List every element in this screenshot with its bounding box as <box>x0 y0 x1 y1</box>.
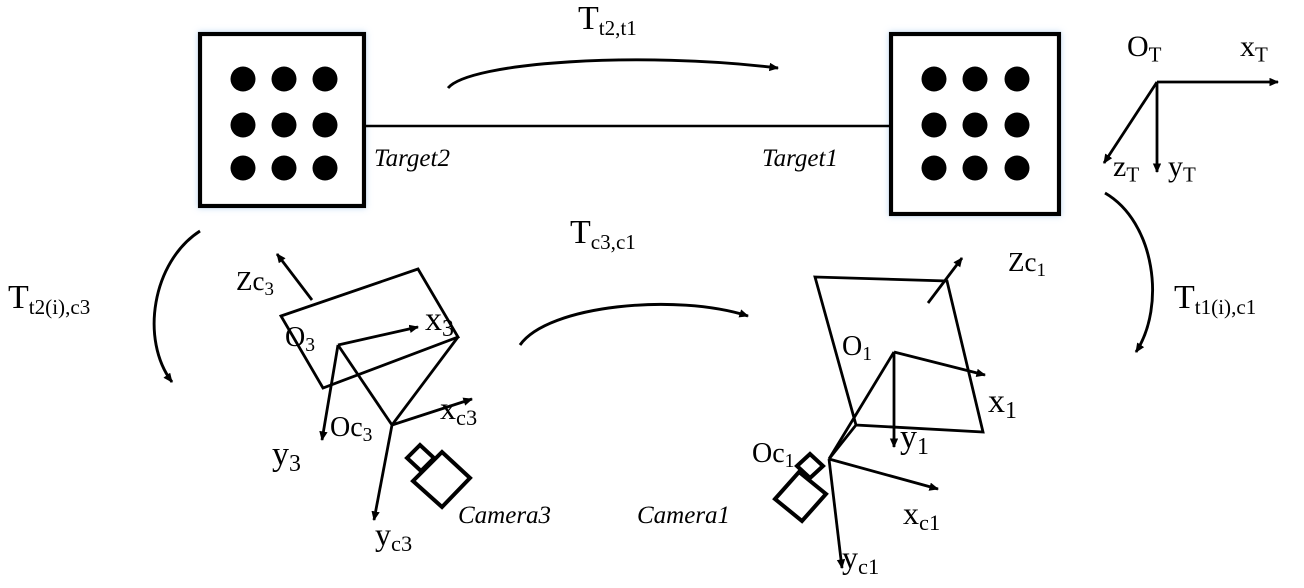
camera3-image-axis-y-label: y3 <box>272 438 301 477</box>
target-axis-z-label: zT <box>1113 152 1139 185</box>
arc-t1i-c1 <box>1104 191 1154 353</box>
camera1-projection-rays <box>827 351 896 460</box>
camera3-optical-axis <box>275 253 314 301</box>
camera1-axis-x-label: xc1 <box>903 497 940 534</box>
target-frame-axes <box>1102 77 1279 173</box>
camera1-icon <box>772 451 829 524</box>
camera1-o-base: O <box>842 331 863 362</box>
target2-board <box>197 31 367 209</box>
camera1-axis-y-label: yc1 <box>842 541 879 578</box>
transform-base-c3-c1: T <box>570 214 591 251</box>
camera3-y3-sub: 3 <box>289 451 301 478</box>
camera1-image-axes <box>889 350 986 448</box>
camera1-xc-base: x <box>903 495 919 531</box>
transform-base-t2i-c3: T <box>8 279 29 316</box>
transform-base-t2-t1: T <box>578 0 599 37</box>
camera3-yc-sub: c3 <box>391 530 413 556</box>
camera3-x3-base: x <box>425 301 442 338</box>
target-axis-z-sub: T <box>1126 162 1140 187</box>
camera3-label: Camera3 <box>458 502 552 529</box>
camera3-image-axis-x-label: x3 <box>425 303 454 342</box>
arc-c3-c1 <box>518 303 749 346</box>
camera3-zc-sub: 3 <box>264 278 274 300</box>
target-axis-x-base: x <box>1240 30 1255 63</box>
camera3-o-base: O <box>285 322 306 353</box>
transform-label-c3-c1: Tc3,c1 <box>570 216 636 253</box>
camera1-origin-label: Oc1 <box>752 440 794 472</box>
camera1-yc-sub: c1 <box>858 553 880 579</box>
camera3-optical-axis-label: Zc3 <box>236 268 274 300</box>
target1-label: Target1 <box>762 145 838 172</box>
camera1-y1-sub: 1 <box>917 434 929 461</box>
camera1-optical-axis <box>926 257 964 304</box>
camera3-frame-axes <box>371 397 473 521</box>
camera3-origin-label: Oc3 <box>330 414 372 446</box>
camera1-image-origin-label: O1 <box>842 333 872 365</box>
camera1-xc-sub: c1 <box>919 509 941 535</box>
camera1-zc-sub: 1 <box>1036 259 1046 281</box>
transform-sub-c3-c1: c3,c1 <box>590 229 636 254</box>
camera3-yc-base: y <box>375 516 391 552</box>
camera1-frame-axes <box>827 457 939 569</box>
arc-t2i-c3 <box>152 229 201 383</box>
target1-board <box>888 31 1062 217</box>
camera1-zc-base: Zc <box>1008 247 1037 277</box>
transform-label-t1i-c1: Tt1(i),c1 <box>1174 281 1256 318</box>
camera3-x3-sub: 3 <box>442 316 454 343</box>
target-axis-y-label: yT <box>1168 152 1196 185</box>
camera1-oc-sub: 1 <box>784 451 795 473</box>
camera3-o-sub: 3 <box>305 335 316 357</box>
transform-sub-t2i-c3: t2(i),c3 <box>28 294 91 319</box>
camera1-image-axis-x-label: x1 <box>988 385 1017 424</box>
camera3-xc-sub: c3 <box>456 404 478 430</box>
camera1-image-axis-y-label: y1 <box>900 421 929 460</box>
target-axis-z-base: z <box>1113 150 1127 183</box>
camera1-yc-base: y <box>842 539 858 575</box>
camera3-icon <box>404 442 473 510</box>
target-origin-sub: T <box>1148 42 1162 67</box>
target2-label: Target2 <box>374 145 450 172</box>
camera3-oc-base: Oc <box>330 412 363 443</box>
camera1-x1-sub: 1 <box>1005 398 1017 425</box>
transform-label-t2i-c3: Tt2(i),c3 <box>8 281 90 318</box>
target-axis-x-label: xT <box>1240 32 1268 65</box>
camera1-optical-axis-label: Zc1 <box>1008 249 1046 281</box>
transform-base-t1i-c1: T <box>1174 279 1195 316</box>
transform-label-t2-t1: Tt2,t1 <box>578 2 637 39</box>
camera1-o-sub: 1 <box>862 344 873 366</box>
camera1-image-plane <box>813 275 985 434</box>
transform-sub-t1i-c1: t1(i),c1 <box>1194 294 1257 319</box>
camera3-axis-y-label: yc3 <box>375 518 412 555</box>
target-axis-y-base: y <box>1168 150 1183 183</box>
target-axis-y-sub: T <box>1183 162 1196 187</box>
target-origin-base: O <box>1127 30 1149 63</box>
camera1-x1-base: x <box>988 383 1005 420</box>
camera3-image-origin-label: O3 <box>285 324 315 356</box>
arc-t2-t1 <box>446 58 779 90</box>
camera3-oc-sub: 3 <box>362 425 373 447</box>
target-frame-origin-label: OT <box>1127 32 1162 65</box>
target-axis-x-sub: T <box>1255 42 1268 67</box>
camera3-zc-base: Zc <box>236 266 265 296</box>
camera3-projection-rays <box>336 336 460 426</box>
camera1-y1-base: y <box>900 419 917 456</box>
camera3-y3-base: y <box>272 436 289 473</box>
camera3-axis-x-label: xc3 <box>440 392 477 429</box>
camera3-image-axes <box>319 324 419 441</box>
camera3-xc-base: x <box>440 390 456 426</box>
transform-sub-t2-t1: t2,t1 <box>598 15 637 40</box>
camera1-oc-base: Oc <box>752 438 785 469</box>
camera1-label: Camera1 <box>637 502 731 529</box>
